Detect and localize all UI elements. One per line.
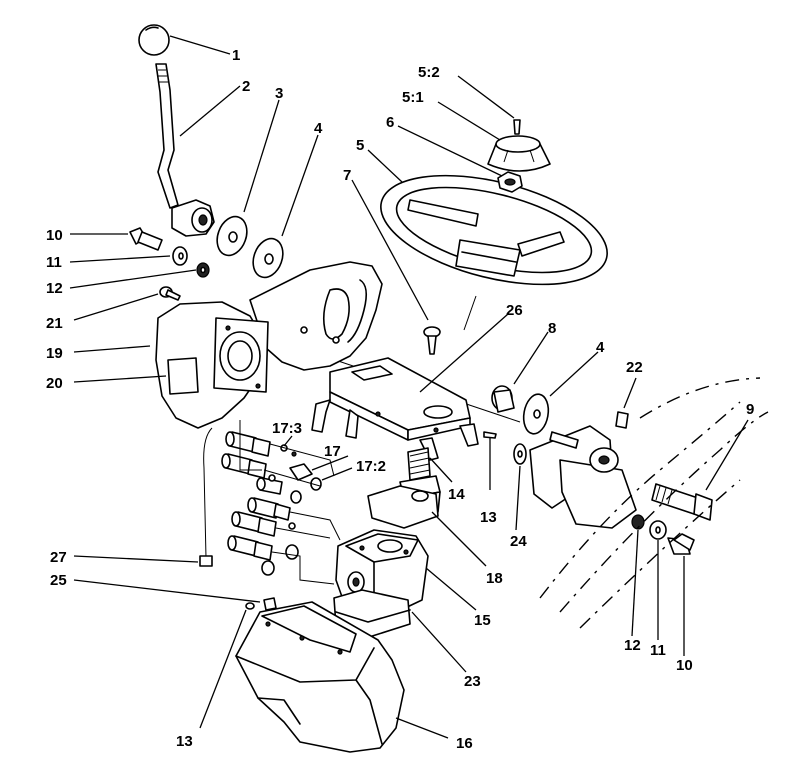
pivot-bracket-part (529, 411, 637, 529)
callout-label: 5:2 (418, 64, 440, 81)
phantom-frame-line (639, 377, 761, 419)
dash-panel-part-19 (155, 301, 269, 429)
callout-label: 5:1 (402, 89, 424, 106)
phantom-frame-line (539, 401, 741, 599)
hub-screw-part (513, 119, 521, 135)
callout-label: 26 (506, 302, 523, 319)
screw-part-13-bottom (245, 602, 255, 610)
mounting-plate-part (249, 261, 383, 371)
spacer-part-8 (491, 385, 515, 413)
washer-part-11-right (649, 520, 667, 540)
steering-shaft-line (463, 295, 477, 331)
callout-label: 5 (356, 137, 364, 154)
screw-part-21 (159, 286, 181, 301)
hose-route-line (271, 551, 335, 585)
hub-cap-part (487, 135, 551, 172)
washer-part-3 (216, 215, 248, 257)
washer-part-24 (513, 443, 527, 465)
screw-part-7 (423, 326, 441, 355)
callout-label: 25 (50, 572, 67, 589)
steering-joint-part (367, 447, 441, 529)
hose-route-line (269, 443, 335, 477)
callout-label: 10 (676, 657, 693, 674)
callout-label: 11 (46, 254, 62, 271)
callout-label: 16 (456, 735, 473, 752)
hose-route-line (275, 527, 331, 539)
callout-label: 13 (176, 733, 193, 750)
callout-label: 13 (480, 509, 497, 526)
callout-label: 18 (486, 570, 503, 587)
leader-lines (69, 35, 749, 739)
clip-part-25 (263, 597, 277, 611)
callout-label: 23 (464, 673, 481, 690)
callout-label: 27 (50, 549, 67, 566)
phantom-frame-line (579, 479, 741, 629)
callout-label: 19 (46, 345, 63, 362)
callout-label: 17:2 (356, 458, 386, 475)
bolt-part-10-left (129, 227, 163, 251)
callout-labels: 1 2 3 4 5:2 5:1 6 5 7 10 11 12 21 19 20 … (46, 47, 754, 752)
callout-label: 4 (596, 339, 605, 356)
hose-route-line (263, 469, 321, 487)
callout-label: 22 (626, 359, 643, 376)
spacer-part-12-left (196, 262, 210, 278)
callout-label: 15 (474, 612, 491, 629)
hub-nut-part (497, 171, 523, 193)
console-cover-part (235, 601, 405, 753)
callout-label: 17:3 (272, 420, 302, 437)
bolt-part-10-right (667, 533, 695, 555)
hose-route-line (289, 511, 341, 541)
console-bracket-part (311, 357, 479, 461)
callout-label: 17 (324, 443, 341, 460)
spacer-part-12-right (631, 514, 645, 530)
callout-label: 6 (386, 114, 394, 131)
callout-label: 24 (510, 533, 527, 550)
screw-part-13-right (483, 431, 497, 439)
callout-label: 8 (548, 320, 556, 337)
callout-label: 11 (650, 642, 666, 659)
callout-label: 3 (275, 85, 283, 102)
callout-label: 14 (448, 486, 465, 503)
callout-label: 4 (314, 120, 323, 137)
callout-label: 1 (232, 47, 240, 64)
callout-label: 21 (46, 315, 63, 332)
washer-part-4-left (252, 237, 284, 279)
callout-label: 2 (242, 78, 250, 95)
callout-label: 12 (46, 280, 63, 297)
bolt-part-9 (651, 483, 713, 521)
callout-label: 9 (746, 401, 754, 418)
callout-label: 20 (46, 375, 63, 392)
hose-route-line (239, 420, 262, 471)
callout-label: 12 (624, 637, 641, 654)
phantom-frame-line (559, 411, 769, 613)
lever-knob-part (138, 24, 170, 56)
shift-lever-part (155, 63, 215, 237)
callout-label: 10 (46, 227, 63, 244)
decal-part-20 (167, 357, 199, 395)
washer-part-11-left (172, 246, 188, 266)
washer-part-4-right (522, 393, 550, 435)
callout-label: 7 (343, 167, 351, 184)
hydraulic-fittings-group (199, 427, 322, 576)
